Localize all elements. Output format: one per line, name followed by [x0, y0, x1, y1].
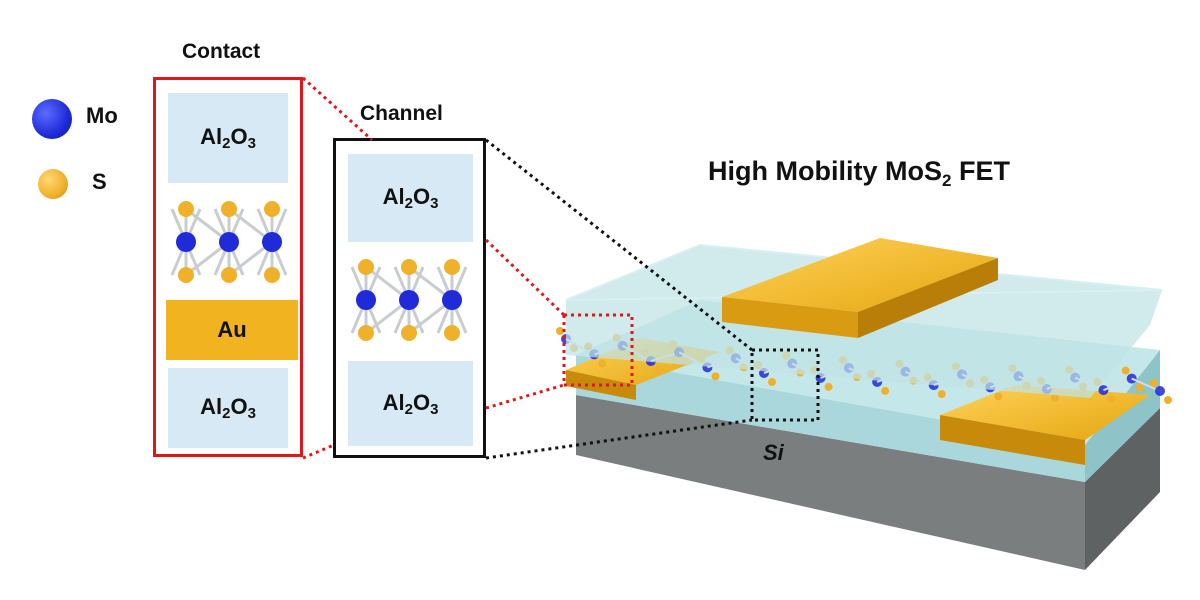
bottom-oxide-front [576, 355, 1085, 482]
silicon-side-face [1085, 408, 1160, 570]
chain-bond [1131, 377, 1161, 392]
channel-s-atom [444, 259, 460, 275]
channel-black-connector-top [485, 138, 753, 352]
mo-legend-marker [32, 99, 72, 139]
chain-s-atom [881, 386, 890, 395]
contact-bottom-oxide-layer: Al2O3 [168, 368, 288, 448]
chain-s-atom [824, 382, 833, 391]
legend: Mo S [30, 95, 140, 205]
contact-highlight-box [562, 313, 634, 387]
contact-mo-atom [176, 232, 196, 252]
chain-s-atom [1164, 396, 1172, 404]
channel-mos2-lattice [350, 259, 468, 341]
contact-gold-label: Au [217, 317, 247, 342]
channel-mo-atom [442, 290, 462, 310]
channel-title: Channel [360, 102, 443, 125]
chain-mo-atom [1155, 386, 1165, 396]
contact-s-atom [264, 201, 280, 217]
channel-top-oxide-label: Al2O3 [382, 184, 439, 212]
channel-top-oxide-layer: Al2O3 [348, 154, 473, 242]
contact-s-atom [221, 201, 237, 217]
chain-s-atom [1050, 394, 1059, 403]
chain-s-atom [598, 359, 607, 368]
channel-s-atom [358, 259, 374, 275]
contact-s-atom [178, 201, 194, 217]
channel-frame: Al2O3 Al2O3 [333, 138, 486, 458]
right-contact-front [940, 415, 1085, 465]
s-legend-label: S [92, 169, 107, 194]
mo-legend-label: Mo [86, 103, 118, 128]
channel-mo-atom [356, 290, 376, 310]
chain-s-atom [654, 366, 663, 375]
chain-s-atom [1121, 366, 1130, 375]
contact-top-oxide-layer: Al2O3 [168, 93, 288, 183]
device-title: High Mobility MoS2 FET [708, 156, 1010, 190]
right-contact-top [940, 385, 1150, 440]
chain-s-atom [1150, 379, 1158, 387]
channel-red-connector-bottom [485, 383, 565, 410]
contact-connector-bottom [302, 443, 335, 460]
channel-bottom-oxide-label: Al2O3 [382, 389, 439, 418]
contact-connector-top [301, 76, 374, 142]
gate-electrode-side [858, 258, 998, 338]
contact-mos2-lattice [170, 201, 288, 283]
contact-title: Contact [182, 40, 261, 63]
channel-mo-atom [399, 290, 419, 310]
channel-red-connector-top [484, 238, 566, 317]
silicon-front-face [576, 395, 1085, 570]
contact-gold-layer: Au [166, 300, 298, 360]
channel-bottom-oxide-layer: Al2O3 [348, 361, 473, 446]
channel-s-atom [401, 259, 417, 275]
contact-s-atom [221, 267, 237, 283]
substrate-label: Si [763, 440, 784, 465]
chain-s-atom [994, 392, 1003, 401]
chain-s-atom [556, 327, 564, 335]
chain-bond [1103, 377, 1133, 392]
chain-s-atom [1107, 395, 1116, 404]
channel-highlight-box [750, 348, 820, 422]
chain-s-atom [768, 377, 776, 386]
channel-s-atom [401, 325, 417, 341]
contact-s-atom [264, 267, 280, 283]
contact-mo-atom [219, 232, 239, 252]
contact-top-oxide-label: Al2O3 [200, 124, 256, 152]
chain-s-atom [937, 390, 946, 399]
gate-electrode-front [722, 297, 858, 338]
contact-frame: Al2O3 Au Al2O3 [153, 77, 303, 457]
chain-s-atom [1135, 383, 1144, 392]
chain-s-atom [711, 372, 720, 381]
contact-mo-atom [262, 232, 282, 252]
gate-electrode-top [722, 238, 998, 312]
channel-s-atom [444, 325, 460, 341]
channel-black-connector-bottom [485, 418, 753, 460]
channel-s-atom [358, 325, 374, 341]
s-legend-marker [38, 169, 68, 199]
contact-s-atom [178, 267, 194, 283]
contact-bottom-oxide-label: Al2O3 [200, 394, 256, 422]
